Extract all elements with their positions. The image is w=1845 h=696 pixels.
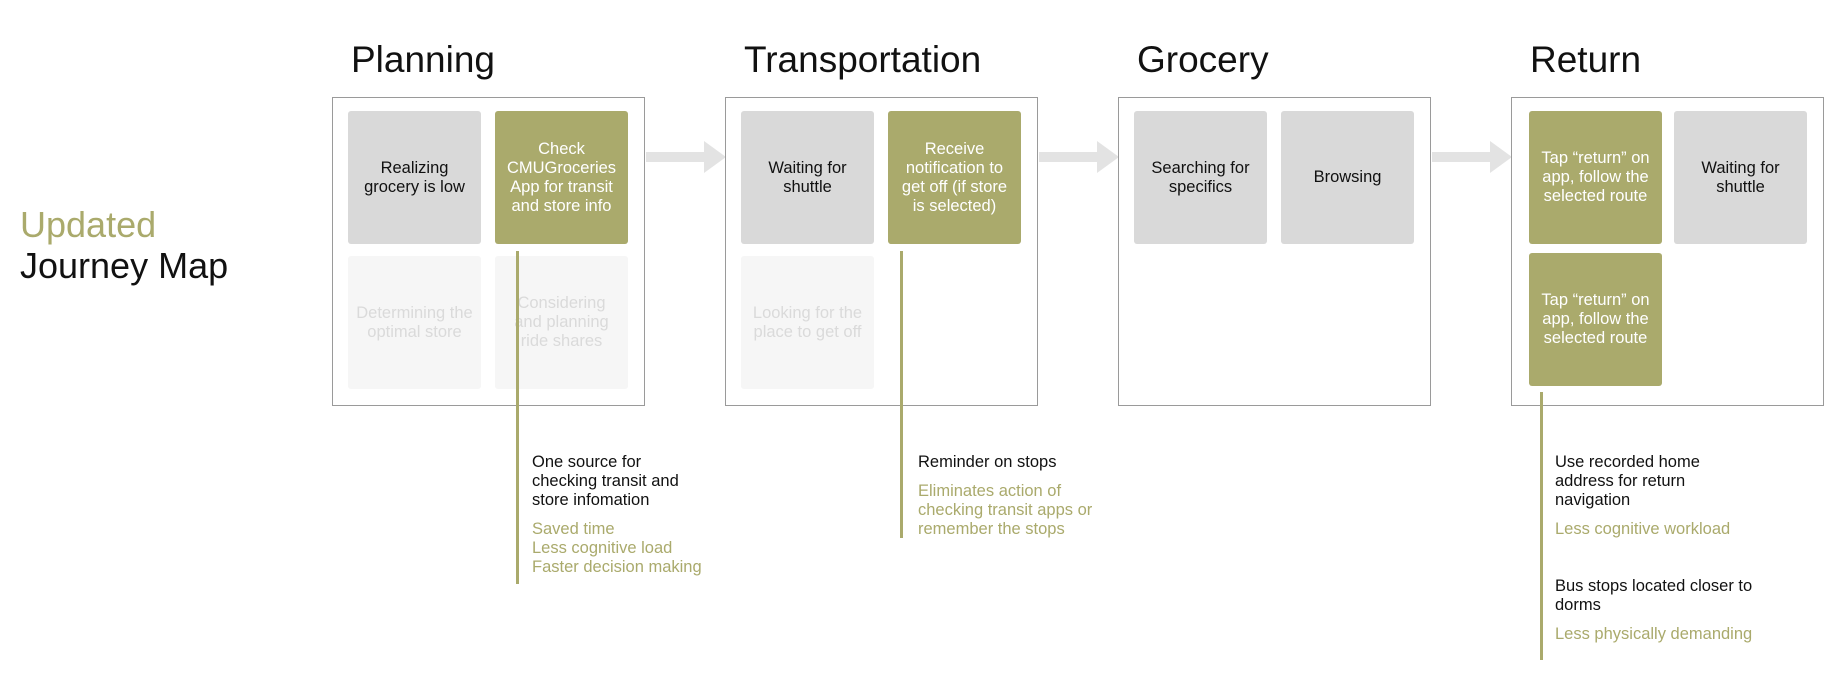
note-bus-stops: Bus stops located closer to dorms Less p… (1555, 577, 1755, 644)
title-main: Journey Map (20, 245, 229, 286)
card-considering-ride-shares: Considering and planning ride shares (495, 256, 628, 389)
note-home-address: Use recorded home address for return nav… (1555, 453, 1735, 539)
note-one-source: One source for checking transit and stor… (532, 453, 707, 577)
title-accent: Updated (20, 204, 157, 245)
card-check-app: Check CMUGroceries App for transit and s… (495, 111, 628, 244)
note-reminder-stops-benefits: Eliminates action of checking transit ap… (918, 482, 1093, 538)
arrow-transportation-to-grocery (1039, 141, 1119, 173)
note-reminder-stops: Reminder on stops Eliminates action of c… (918, 453, 1108, 539)
card-searching-specifics: Searching for specifics (1134, 111, 1267, 244)
stage-box-transportation: Waiting for shuttle Receive notification… (725, 97, 1038, 406)
note-bus-stops-heading: Bus stops located closer to dorms (1555, 577, 1753, 614)
note-one-source-benefits: Saved time Less cognitive load Faster de… (532, 520, 702, 576)
card-waiting-for-shuttle: Waiting for shuttle (741, 111, 874, 244)
connector-planning (516, 251, 519, 584)
page-title: Updated Journey Map (20, 204, 228, 286)
card-browsing: Browsing (1281, 111, 1414, 244)
connector-transportation (900, 251, 903, 538)
stage-box-grocery: Searching for specifics Browsing (1118, 97, 1431, 406)
note-home-address-benefits: Less cognitive workload (1555, 520, 1731, 538)
note-bus-stops-benefits: Less physically demanding (1555, 625, 1753, 643)
card-determining-store: Determining the optimal store (348, 256, 481, 389)
stage-title-grocery: Grocery (1137, 39, 1269, 80)
card-receive-notification: Receive notification to get off (if stor… (888, 111, 1021, 244)
note-home-address-heading: Use recorded home address for return nav… (1555, 453, 1700, 509)
card-realizing-grocery-low: Realizing grocery is low (348, 111, 481, 244)
stage-title-return: Return (1530, 39, 1642, 80)
card-waiting-for-shuttle-return: Waiting for shuttle (1674, 111, 1807, 244)
card-tap-return: Tap “return” on app, follow the selected… (1529, 111, 1662, 244)
card-tap-return-second: Tap “return” on app, follow the selected… (1529, 253, 1662, 386)
stage-box-planning: Realizing grocery is low Check CMUGrocer… (332, 97, 645, 406)
connector-return (1540, 392, 1543, 660)
stage-title-planning: Planning (351, 39, 496, 80)
arrow-planning-to-transportation (646, 141, 726, 173)
stage-box-return: Tap “return” on app, follow the selected… (1511, 97, 1824, 406)
stage-title-transportation: Transportation (744, 39, 982, 80)
note-reminder-stops-heading: Reminder on stops (918, 453, 1057, 471)
note-one-source-heading: One source for checking transit and stor… (532, 453, 679, 509)
arrow-grocery-to-return (1432, 141, 1512, 173)
card-looking-for-place: Looking for the place to get off (741, 256, 874, 389)
